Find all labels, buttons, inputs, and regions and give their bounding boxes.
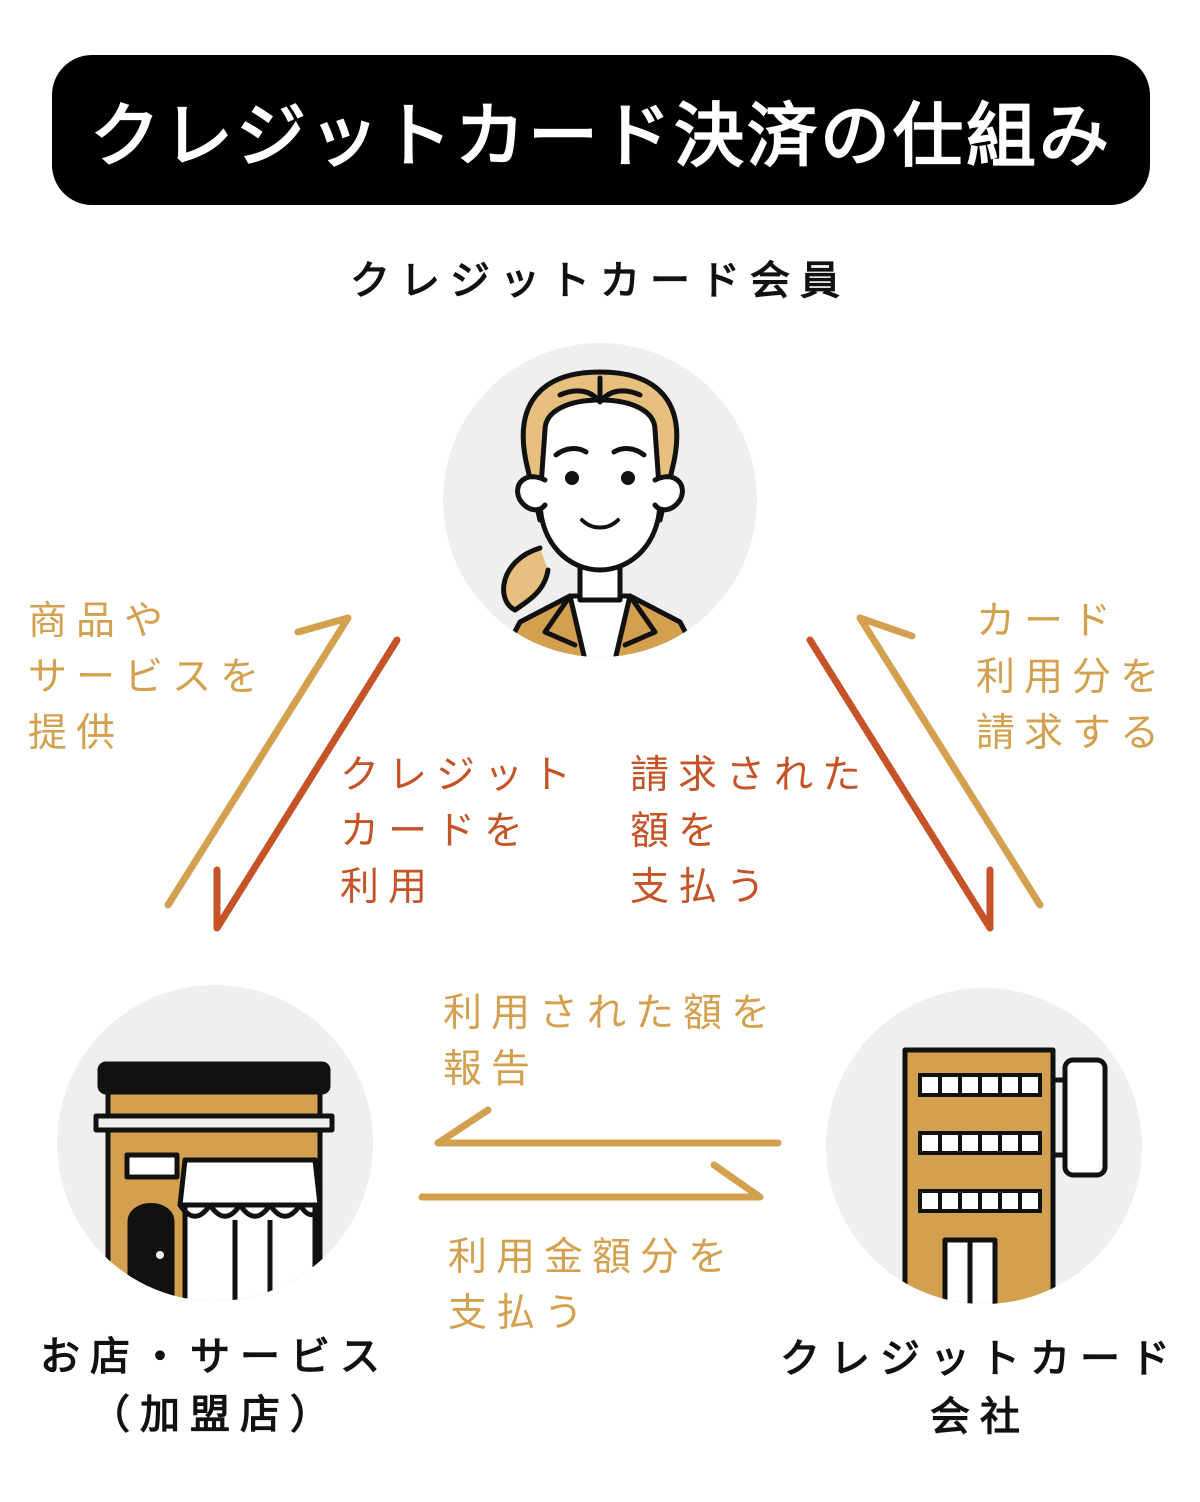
label-report-amount: 利用された額を 報告 [443, 991, 780, 1092]
arrow-provide-goods [164, 614, 352, 909]
woman-avatar-icon [443, 343, 757, 657]
title-bar: クレジットカード決済の仕組み [52, 55, 1150, 205]
label-bill-usage: カード 利用分を 請求する [976, 599, 1169, 756]
page-title: クレジットカード決済の仕組み [90, 94, 1112, 177]
arrow-pay-billed [806, 636, 994, 932]
merchant-label: お店・サービス （加盟店） [40, 1334, 390, 1438]
label-pay-billed: 請求された 額を 支払う [630, 753, 871, 910]
member-label: クレジットカード会員 [350, 258, 850, 304]
arrow-pay-amount [418, 1161, 764, 1201]
company-label: クレジットカード 会社 [780, 1336, 1180, 1440]
label-pay-amount: 利用金額分を 支払う [448, 1235, 737, 1336]
office-building-icon [826, 988, 1142, 1304]
label-provide-goods: 商品や サービスを 提供 [28, 599, 269, 756]
storefront-icon [57, 985, 373, 1301]
label-use-card: クレジット カードを 利用 [340, 753, 581, 910]
arrow-use-card [213, 636, 401, 932]
arrow-report-amount [434, 1106, 782, 1147]
arrow-bill-usage [856, 614, 1044, 909]
